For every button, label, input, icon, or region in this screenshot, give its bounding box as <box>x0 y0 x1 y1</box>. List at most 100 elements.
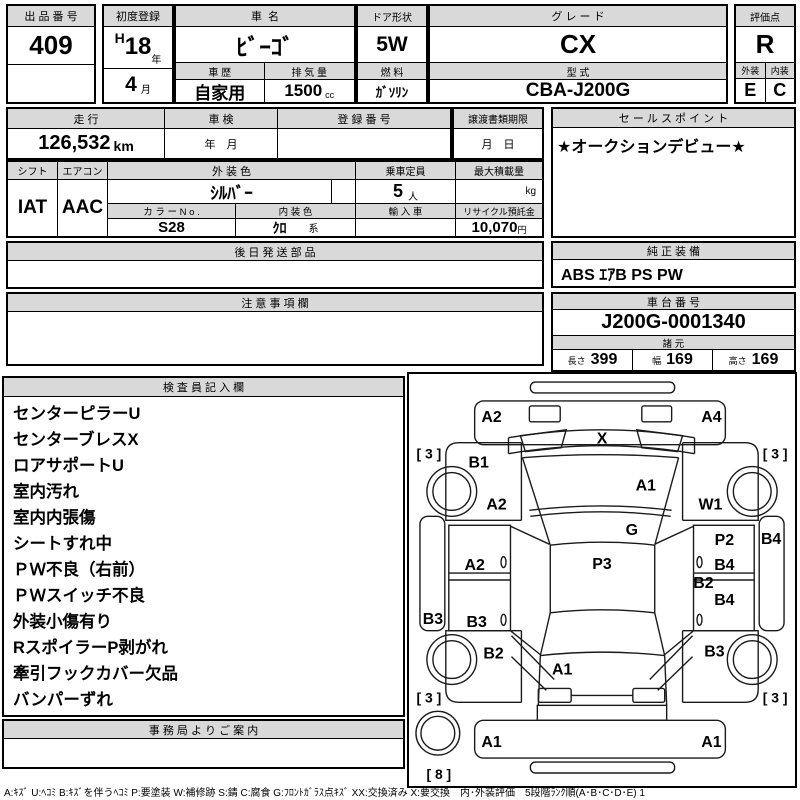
max-load-value: kg <box>456 180 542 204</box>
sales-point-label: セ ー ル ス ポ イ ン ト <box>553 109 794 128</box>
door-value: 5W <box>358 27 426 63</box>
grade-box: グ レ ー ド CX 型 式 CBA-J200G <box>428 4 728 104</box>
month-unit: 月 <box>140 85 151 96</box>
reg-no-label: 登 録 番 号 <box>278 109 450 129</box>
diagram-damage-label: G <box>626 522 638 539</box>
era-letter: H <box>114 30 125 46</box>
diagram-damage-label: [ 8 ] <box>426 766 451 782</box>
diagram-damage-label: P3 <box>592 556 612 573</box>
height-label: 高さ <box>728 355 747 366</box>
int-color-label: 内 装 色 <box>236 204 356 219</box>
grade-value: CX <box>430 27 726 63</box>
max-load-label: 最大積載量 <box>456 162 542 180</box>
exterior-col: 外装 E <box>736 63 765 102</box>
diagram-damage-label: [ 3 ] <box>763 446 788 462</box>
import-value <box>356 219 456 236</box>
displacement-unit: cc <box>325 90 335 100</box>
car-name-value: ﾋﾞｰｺﾞ <box>176 27 354 63</box>
grade-label: グ レ ー ド <box>430 6 726 27</box>
later-parts-label: 後 日 発 送 部 品 <box>8 243 542 261</box>
recycle-number: 10,070 <box>471 219 518 236</box>
diagram-damage-label: A2 <box>481 409 501 426</box>
auction-no-empty <box>8 65 94 102</box>
month-value: 4 <box>125 72 137 96</box>
diagram-damage-label: A1 <box>701 734 721 751</box>
diagram-damage-label: A1 <box>636 477 656 494</box>
diagram-damage-label: A2 <box>486 496 506 513</box>
transfer-box: 譲渡書類期限 月 日 <box>452 107 544 160</box>
ext-int-grades: 外装 E 内装 C <box>736 63 794 102</box>
auction-no-box: 出 品 番 号 409 <box>6 4 96 104</box>
shaken-value: 年 月 <box>204 138 238 151</box>
diagram-damage-label: B4 <box>714 557 734 574</box>
exterior-grade: E <box>744 80 757 100</box>
interior-label: 内装 <box>765 63 794 79</box>
int-color-suffix: 系 <box>308 224 319 235</box>
diagram-damage-label: B4 <box>714 592 734 609</box>
history-label: 車 歴 <box>176 63 264 80</box>
office-box: 事 務 局 よ り ご 案 内 <box>2 719 405 769</box>
length-value: 399 <box>590 351 618 368</box>
color-no-value: S28 <box>108 219 236 236</box>
ext-color-code-cell <box>331 180 355 203</box>
specs-label: 諸 元 <box>553 336 794 350</box>
inspector-note-line: ＰＷスイッチ不良 <box>13 587 145 605</box>
spec-height: 高さ 169 <box>713 350 794 370</box>
year-unit: 年 <box>151 55 162 66</box>
interior-col: 内装 C <box>764 63 794 102</box>
diagram-damage-label: A1 <box>552 662 572 679</box>
score-label: 評価点 <box>736 6 794 27</box>
inspector-note-line: センターブレスX <box>13 431 139 449</box>
auction-no-value: 409 <box>8 27 94 65</box>
diagram-damage-label: B2 <box>483 646 503 663</box>
ext-color-label: 外 装 色 <box>108 162 356 180</box>
inspector-note-line: RスポイラーP剥がれ <box>13 639 168 657</box>
diagram-damage-label: [ 3 ] <box>417 689 442 705</box>
history-value: 自家用 <box>194 83 246 103</box>
later-parts-box: 後 日 発 送 部 品 <box>6 241 544 289</box>
equipment-value: ABS ｴｱB PS PW <box>561 266 683 284</box>
max-load-unit: kg <box>525 186 536 197</box>
height-value: 169 <box>751 351 779 368</box>
diagram-damage-label: B3 <box>423 611 443 628</box>
aircon-value: AAC <box>58 180 108 236</box>
door-box: ドア形状 5W 燃 料 ｶﾞｿﾘﾝ <box>356 4 428 104</box>
width-label: 幅 <box>652 355 662 366</box>
chassis-label: 車 台 番 号 <box>553 294 794 310</box>
inspector-note-line: センターピラーU <box>13 405 141 423</box>
mileage-unit: km <box>113 137 134 154</box>
first-reg-label: 初度登録 <box>104 6 172 27</box>
inspector-note-line: シートすれ中 <box>13 535 112 553</box>
chassis-value: J200G-0001340 <box>553 310 794 336</box>
inspector-note-line: ロアサポートU <box>13 457 124 475</box>
reg-no-value <box>278 129 450 158</box>
capacity-number: 5 <box>392 181 403 201</box>
aircon-label: エアコン <box>58 162 108 180</box>
diagram-damage-label: X <box>597 431 608 448</box>
fuel-label: 燃 料 <box>358 63 426 80</box>
diagram-damage-label: [ 3 ] <box>763 689 788 705</box>
diagram-damage-label: A4 <box>701 409 721 426</box>
sales-point-box: セ ー ル ス ポ イ ン ト ★オークションデビュー★ <box>551 107 796 238</box>
displacement-number: 1500 <box>284 81 323 100</box>
int-color-value: ｸﾛ系 <box>236 219 356 236</box>
interior-grade: C <box>773 80 787 100</box>
shift-value: IAT <box>8 180 58 236</box>
model-code-value: CBA-J200G <box>525 80 631 101</box>
office-label: 事 務 局 よ り ご 案 内 <box>4 721 403 739</box>
fuel-value: ｶﾞｿﾘﾝ <box>375 84 409 100</box>
shaken-col: 車 検 年 月 <box>164 109 277 158</box>
auction-no-label: 出 品 番 号 <box>8 6 94 27</box>
recycle-label: リサイクル預託金 <box>456 204 542 219</box>
